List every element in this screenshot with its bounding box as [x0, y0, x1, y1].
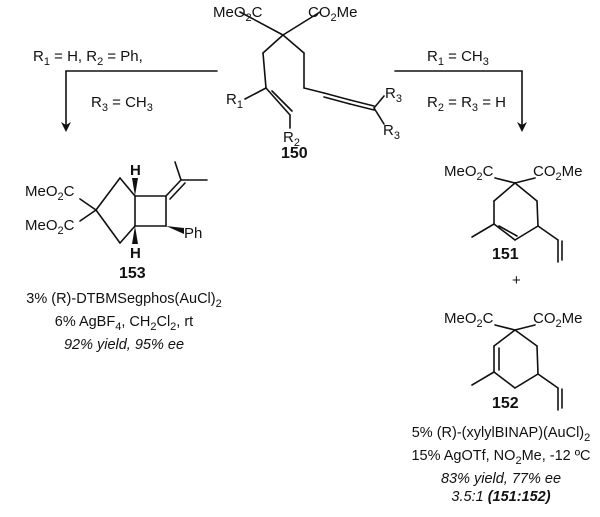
compound-151-structure: MeO2C CO2Me: [444, 163, 582, 263]
c153-ph: Ph: [184, 225, 202, 242]
c153-h-bottom: H: [130, 245, 141, 262]
compound-153-structure: H H Ph MeO2C MeO2C: [25, 161, 208, 262]
right-conditions: 5% (R)-(xylylBINAP)(AuCl)2 15% AgOTf, NO…: [402, 424, 600, 506]
right-condition-ratio: 3.5:1 (151:152): [451, 488, 551, 505]
c150-r2: R2: [283, 129, 300, 149]
left-conditions: 3% (R)-DTBMSegphos(AuCl)2 6% AgBF4, CH2C…: [9, 290, 239, 354]
c153-h-top: H: [130, 162, 141, 179]
plus-sign: +: [512, 272, 521, 289]
c153-ester-top: MeO2C: [25, 183, 75, 203]
left-condition-additive: 6% AgBF4, CH2Cl2, rt: [54, 313, 194, 333]
left-reaction-arrow: [61, 70, 218, 132]
c150-r3-top: R3: [385, 85, 402, 105]
left-arrow-label-2: R3 = CH3: [91, 94, 153, 114]
c153-ester-bottom: MeO2C: [25, 217, 75, 237]
c150-r1: R1: [226, 91, 243, 111]
right-arrow-label-2: R2 = R3 = H: [427, 94, 506, 114]
right-condition-additive: 15% AgOTf, NO2Me, -12 ºC: [411, 447, 591, 467]
c151-ester-left: MeO2C: [444, 163, 494, 183]
left-condition-yield: 92% yield, 95% ee: [63, 336, 185, 353]
c150-ester-left: MeO2C: [213, 4, 263, 24]
c152-ester-left: MeO2C: [444, 310, 494, 330]
c150-r3-bottom: R3: [383, 122, 400, 142]
right-condition-catalyst: 5% (R)-(xylylBINAP)(AuCl)2: [411, 425, 591, 444]
compound-number-150: 150: [281, 145, 308, 162]
right-arrow-label-1: R1 = CH3: [427, 48, 489, 68]
right-condition-yield: 83% yield, 77% ee: [440, 470, 562, 487]
left-condition-catalyst: 3% (R)-DTBMSegphos(AuCl)2: [26, 291, 222, 310]
c152-ester-right: CO2Me: [533, 310, 582, 330]
c151-ester-right: CO2Me: [533, 163, 582, 183]
compound-number-153: 153: [119, 265, 146, 282]
compound-number-152: 152: [492, 395, 519, 412]
c150-ester-right: CO2Me: [308, 4, 357, 24]
compound-150-structure: MeO2C CO2Me R1 R2 R3 R3: [213, 4, 402, 149]
compound-number-151: 151: [492, 246, 519, 263]
compound-152-structure: MeO2C CO2Me: [444, 310, 582, 411]
left-arrow-label-1: R1 = H, R2 = Ph,: [33, 48, 143, 68]
right-reaction-arrow: [394, 70, 527, 132]
